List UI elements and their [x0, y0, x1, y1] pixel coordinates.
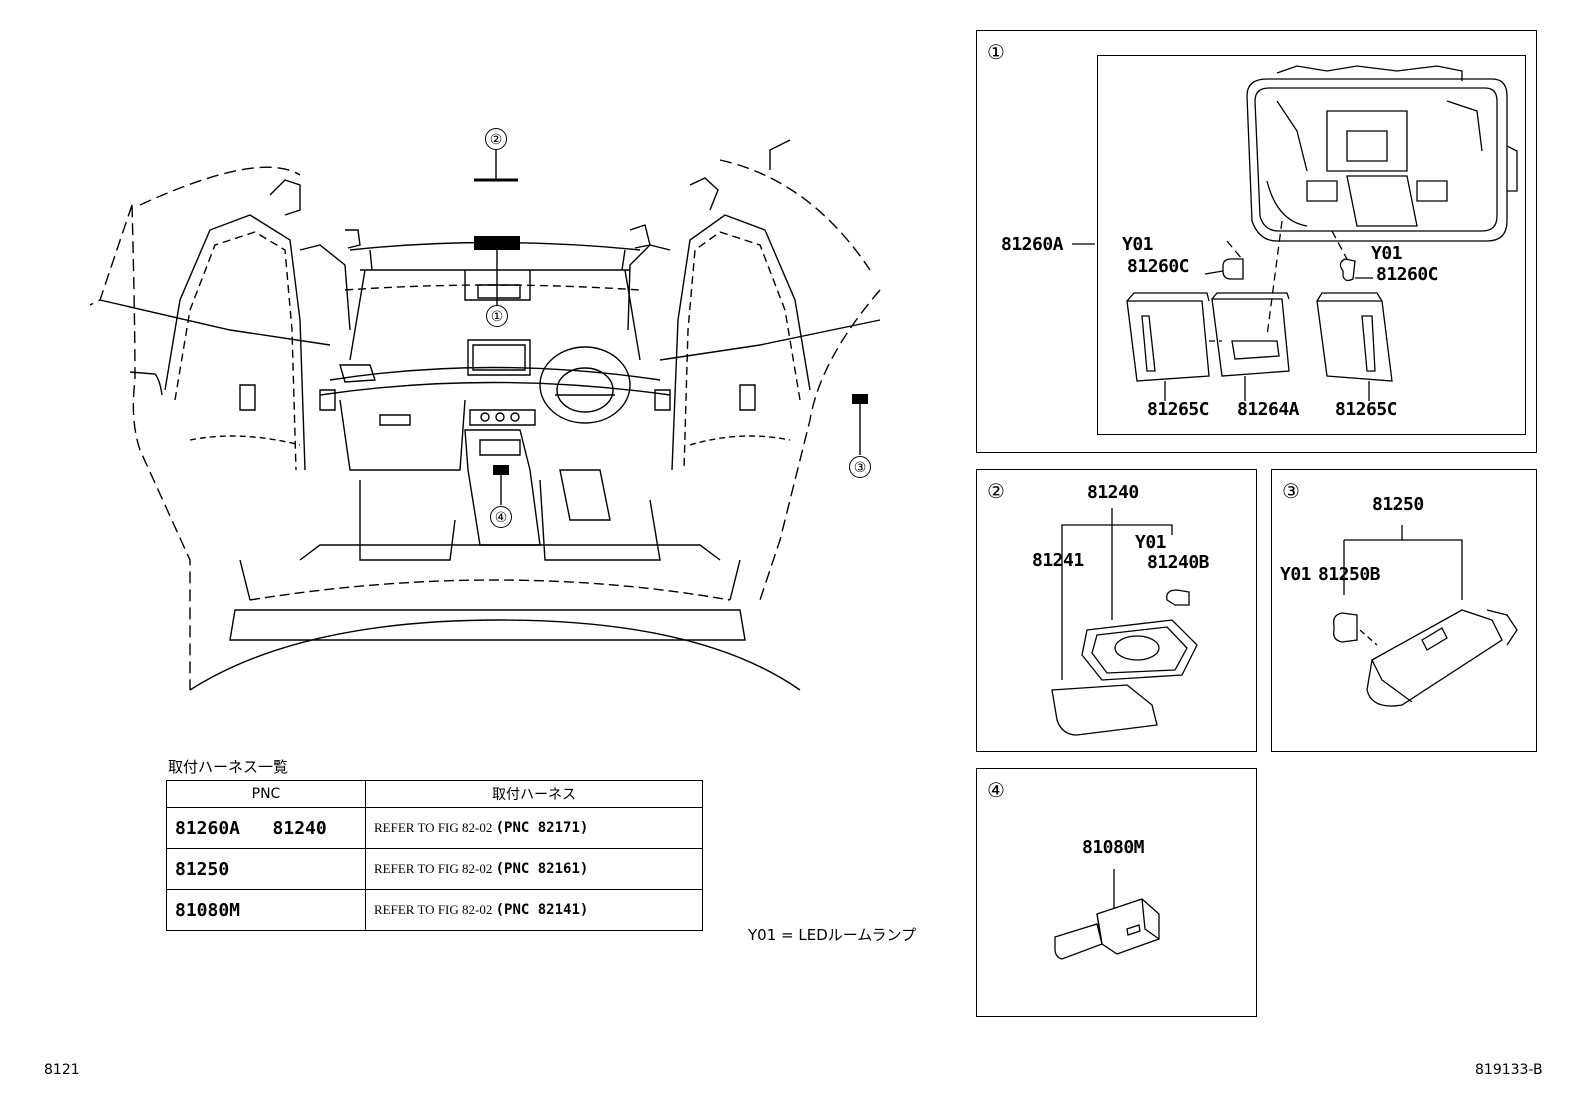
- pnc-a: 81260A: [175, 817, 241, 839]
- legend-y01: Y01 = LEDルームランプ: [748, 926, 917, 944]
- footer-right-code: 819133-B: [1475, 1062, 1543, 1078]
- panel-2-number: ②: [985, 480, 1007, 502]
- pnc-b: 81240: [272, 817, 327, 839]
- detail-panel-3: ③ 81250 Y01 81250B: [1271, 469, 1537, 752]
- detail-panel-1: ①: [976, 30, 1537, 453]
- panel-3-number: ③: [1280, 480, 1302, 502]
- pnc-a: 81080M: [175, 899, 241, 921]
- vehicle-interior-drawing: [89, 139, 881, 691]
- part-81260C-right: 81260C: [1376, 264, 1439, 285]
- panel-4-number: ④: [985, 779, 1007, 801]
- pnc-ref: (PNC 82171): [495, 820, 589, 836]
- pnc-ref: (PNC 82141): [495, 902, 589, 918]
- connector-drawing: [1054, 869, 1160, 960]
- panel-1-number: ①: [985, 41, 1007, 63]
- part-81260A: 81260A: [1001, 234, 1064, 255]
- callout-3: ③: [849, 456, 871, 478]
- overhead-console-drawing: [1072, 65, 1518, 401]
- part-81080M: 81080M: [1082, 837, 1145, 858]
- part-y01-left: Y01: [1122, 234, 1154, 255]
- part-81265C-left: 81265C: [1147, 399, 1210, 420]
- ref-text: REFER TO FIG 82-02: [374, 902, 493, 917]
- part-81241: 81241: [1032, 550, 1084, 571]
- part-81240B: 81240B: [1147, 552, 1210, 573]
- callout-4: ④: [490, 506, 512, 528]
- detail-panel-4: ④ 81080M: [976, 768, 1257, 1017]
- luggage-lamp-drawing: [1051, 508, 1198, 736]
- panel-1-inner-frame: [1097, 55, 1526, 435]
- part-y01: Y01: [1135, 532, 1167, 553]
- table-row: 81080M REFER TO FIG 82-02 (PNC 82141): [166, 889, 703, 931]
- part-81265C-right: 81265C: [1335, 399, 1398, 420]
- part-81264A: 81264A: [1237, 399, 1300, 420]
- pnc-ref: (PNC 82161): [495, 861, 589, 877]
- part-81250: 81250: [1372, 494, 1424, 515]
- part-81260C-left: 81260C: [1127, 256, 1190, 277]
- header-harness: 取付ハーネス: [365, 780, 703, 808]
- door-lamp-drawing: [1333, 525, 1518, 707]
- ref-text: REFER TO FIG 82-02: [374, 861, 493, 876]
- ref-text: REFER TO FIG 82-02: [374, 820, 493, 835]
- part-81250B: 81250B: [1318, 564, 1381, 585]
- harness-table: PNC 取付ハーネス 81260A 81240 REFER TO FIG 82-…: [166, 780, 703, 931]
- part-y01: Y01: [1280, 564, 1312, 585]
- callout-1: ①: [486, 305, 508, 327]
- callout-2: ②: [485, 128, 507, 150]
- pnc-a: 81250: [175, 858, 230, 880]
- footer-left-code: 8121: [44, 1062, 80, 1078]
- harness-table-caption: 取付ハーネス一覧: [168, 758, 289, 776]
- part-81240: 81240: [1087, 482, 1139, 503]
- table-row: 81260A 81240 REFER TO FIG 82-02 (PNC 821…: [166, 807, 703, 849]
- header-pnc: PNC: [166, 780, 366, 808]
- detail-panel-2: ② 81240 81241 Y01 81240B: [976, 469, 1257, 752]
- table-row: 81250 REFER TO FIG 82-02 (PNC 82161): [166, 848, 703, 890]
- part-y01-right: Y01: [1371, 243, 1403, 264]
